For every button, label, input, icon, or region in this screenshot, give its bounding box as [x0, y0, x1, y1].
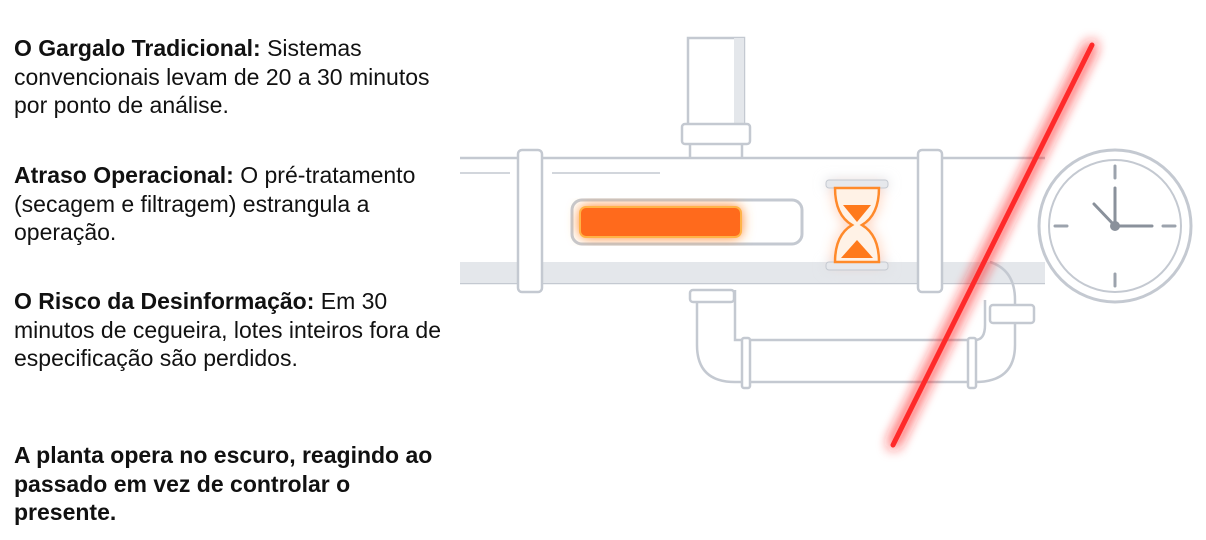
point-body: O pré-tratamento (secagem e filtragem) e… [14, 162, 416, 245]
point-misinformation-risk: O Risco da Desinformação: Em 30 minutos … [14, 287, 444, 373]
point-body: Em 30 minutos de cegueira, lotes inteiro… [14, 288, 442, 371]
conclusion: A planta opera no escuro, reagindo ao pa… [14, 442, 433, 525]
point-title: Atraso Operacional: [14, 162, 234, 188]
progress-bar-icon [570, 198, 804, 246]
point-bottleneck: O Gargalo Tradicional: Sistemas convenci… [14, 34, 444, 120]
point-operational-delay: Atraso Operacional: O pré-tratamento (se… [14, 161, 444, 247]
hourglass-icon [825, 179, 889, 271]
point-title: O Risco da Desinformação: [14, 288, 315, 314]
clock-icon [1037, 148, 1193, 304]
red-slash-icon [890, 42, 1095, 448]
point-body: Sistemas convencionais levam de 20 a 30 … [14, 35, 430, 118]
point-title: O Gargalo Tradicional: [14, 35, 261, 61]
